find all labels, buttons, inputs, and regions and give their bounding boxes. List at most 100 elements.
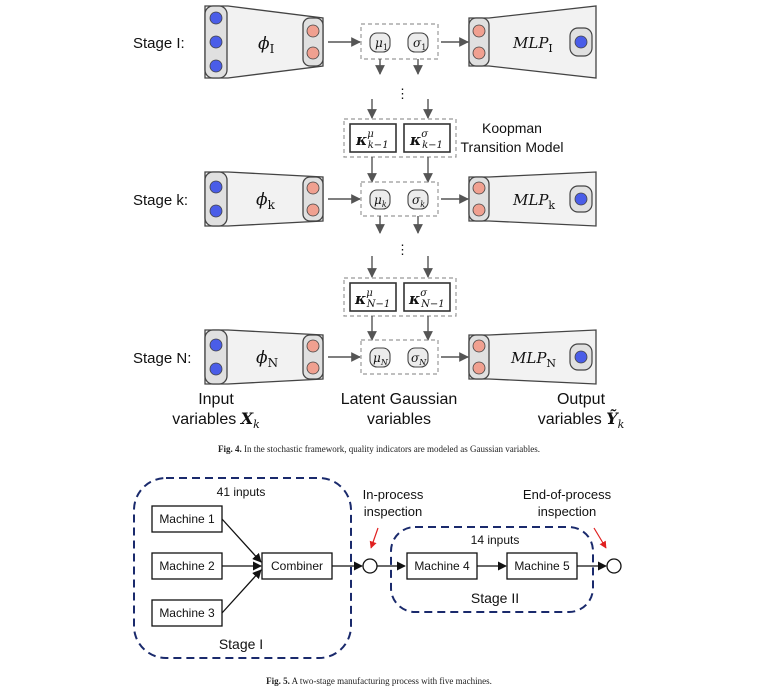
input-node [209,59,223,73]
koopman-dashed-box [343,277,457,317]
latent-node [472,46,486,60]
input-node [209,11,223,25]
koopman-label-line1: Koopman [482,120,542,136]
latent-node [306,203,320,217]
machine-5-label: Machine 5 [514,559,570,573]
koopman-mu-box [349,123,397,153]
encoder-label: ϕN [256,348,278,370]
latent-node [306,24,320,38]
output-label-line1: Output [557,391,606,408]
stage2-boundary [390,526,594,613]
mlp-trapezoid [468,5,597,79]
ellipsis: ⋮ [396,86,409,101]
sigma-label: σk [412,193,425,209]
encoder-label: ϕI [258,34,275,56]
encoder-trapezoid [204,5,324,79]
mu-label: μN [373,351,389,367]
mlp-trapezoid [468,171,597,227]
input-node [209,180,223,194]
koopman-sigma-box [403,282,451,312]
koopman-label-line2: Transition Model [461,139,564,155]
input-node [209,204,223,218]
machine-1-label: Machine 1 [159,512,215,526]
input-node [209,362,223,376]
mu-label: μk [374,193,387,209]
latent-dashed-box [360,339,439,375]
mlp-label: MLPI [512,34,553,55]
endprocess-label-line2: inspection [538,504,597,519]
latent-label-line1: Latent Gaussian [341,391,458,408]
latent-node [472,361,486,375]
stage2-label: Stage II [471,590,519,606]
mu-node [369,32,391,53]
mu-node [369,347,391,368]
endprocess-label-line1: End-of-process [523,487,612,502]
stage-row-n: Stage N: ϕN μN σN MLPN [133,329,597,385]
latent-node [306,46,320,60]
input-layer [204,329,228,385]
output-node [574,192,588,206]
latent-node [472,181,486,195]
output-node [574,350,588,364]
arrow [221,518,262,563]
stage1-boundary [133,477,352,659]
stage1-inputs: 41 inputs [217,485,266,499]
sigma-label: σN [411,351,427,367]
mlp-label: MLPk [512,191,555,212]
machine-4-label: Machine 4 [414,559,470,573]
latent-node [306,181,320,195]
machine-1-box [151,505,223,533]
stage-label: Stage I: [133,35,185,52]
latent-label-line2: variables [367,411,431,428]
latent-node [472,203,486,217]
fig4-caption: Fig. 4. In the stochastic framework, qua… [218,444,540,454]
encoder-trapezoid [204,329,324,385]
output-node [574,35,588,49]
latent-node [472,24,486,38]
inprocess-label-line2: inspection [364,504,423,519]
arrow [221,569,262,614]
stage-label: Stage k: [133,192,188,209]
machine-2-label: Machine 2 [159,559,215,573]
fig4-diagram: Stage I: ϕI μ1 σ1 MLPI [133,5,625,454]
latent-node [306,339,320,353]
koopman-mu-box [349,282,397,312]
mlp-trapezoid [468,329,597,385]
input-node [209,338,223,352]
input-node [209,35,223,49]
stage2-inputs: 14 inputs [471,533,520,547]
mu-node [369,189,391,210]
input-layer [204,171,228,227]
sigma-label: σ1 [413,36,426,52]
sigma-node [407,347,429,368]
inprocess-label-line1: In-process [363,487,424,502]
fig5-diagram: 41 inputs Stage I Machine 1 Machine 2 Ma… [133,477,622,686]
koopman-sigma-box [403,123,451,153]
encoder-trapezoid [204,171,324,227]
stage-row-1: Stage I: ϕI μ1 σ1 MLPI [133,5,597,79]
sigma-node [407,32,429,53]
latent-node [306,361,320,375]
endprocess-inspection-node [606,558,622,574]
endprocess-pointer-arrow [593,527,607,549]
fig5-caption: Fig. 5. A two-stage manufacturing proces… [266,676,492,686]
stage-label: Stage N: [133,350,191,367]
input-label-line1: Input [198,391,234,408]
inprocess-pointer-arrow [369,527,379,549]
stage1-label: Stage I [219,636,263,652]
stage-row-k: Stage k: ϕk μk σk MLPk [133,171,597,227]
input-label-line2: variables Xk [172,409,260,431]
koopman-dashed-box [343,118,457,158]
mlp-label: MLPN [510,349,556,370]
output-label-line2: variables Ỹk [538,407,625,431]
inprocess-inspection-node [362,558,378,574]
encoder-label: ϕk [256,190,276,212]
ellipsis: ⋮ [396,242,409,257]
